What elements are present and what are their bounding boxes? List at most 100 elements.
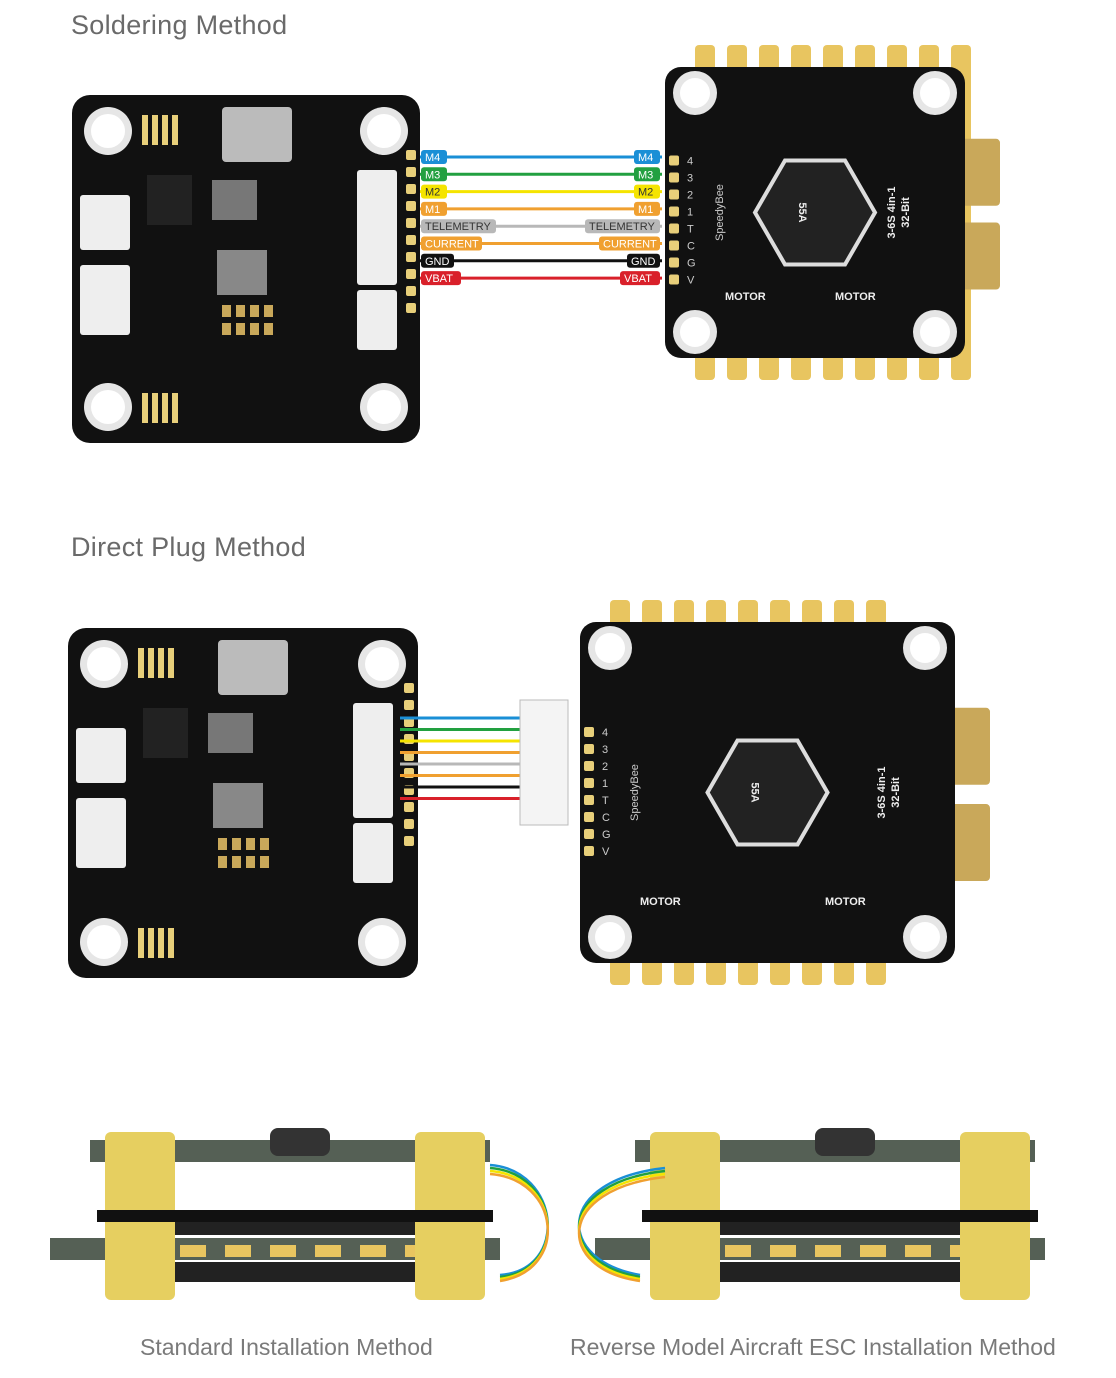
esc-rating: 55A: [796, 202, 808, 222]
wire-label-text: TELEMETRY: [425, 221, 491, 233]
wire-label-left: [421, 253, 454, 268]
solder-pad: [669, 274, 679, 285]
solder-pad: [406, 201, 416, 211]
flight-controller-direct-plug: [68, 628, 418, 978]
wire-label-text: VBAT: [624, 273, 652, 285]
solder-pad: [152, 393, 158, 423]
pad-label: G: [687, 258, 696, 270]
chip: [217, 250, 267, 295]
chip: [208, 713, 253, 753]
solder-pad: [406, 235, 416, 245]
solder-pad: [404, 819, 414, 829]
solder-pad: [406, 269, 416, 279]
solder-pad: [584, 778, 594, 789]
solder-pad: [669, 257, 679, 268]
mount-hole: [365, 647, 399, 681]
smd-part: [218, 856, 227, 868]
connector: [353, 703, 393, 818]
pad-label: 3: [687, 173, 693, 185]
smd-part: [246, 838, 255, 850]
solder-pad: [404, 802, 414, 812]
wire-label-text: M2: [638, 187, 653, 199]
wire-label-text: CURRENT: [603, 239, 657, 251]
smd-part: [232, 838, 241, 850]
solder-pad: [158, 928, 164, 958]
mount-hole: [595, 922, 625, 952]
pad-label: T: [602, 795, 609, 807]
solder-pad: [404, 700, 414, 710]
wire-label-left: [421, 167, 447, 182]
mount-hole: [920, 78, 950, 108]
pad-label: C: [602, 812, 610, 824]
mcu: [147, 175, 192, 225]
usb-port: [218, 640, 288, 695]
tab: [860, 1245, 886, 1257]
pad-label: T: [687, 224, 694, 236]
solder-pad: [669, 172, 679, 183]
mount-hole: [367, 114, 401, 148]
wire-label-left: [421, 150, 447, 164]
wire-label-left: [421, 271, 461, 286]
standard-installation-caption: Standard Installation Method: [140, 1334, 433, 1360]
pad-label: 2: [602, 761, 608, 773]
pad-label: 4: [687, 156, 693, 168]
esc-bottom: [705, 1262, 985, 1282]
pad-label: 3: [602, 744, 608, 756]
wire-label-right: [599, 236, 660, 251]
mount-hole: [910, 922, 940, 952]
mount-hole: [680, 78, 710, 108]
solder-pad: [142, 115, 148, 145]
solder-pad: [162, 393, 168, 423]
solder-pad: [168, 928, 174, 958]
wire-label-text: M3: [638, 169, 653, 181]
solder-pad: [584, 846, 594, 857]
mount-hole: [367, 390, 401, 424]
esc-spec: 3-6S 4in-1: [886, 187, 898, 239]
solder-pad: [148, 928, 154, 958]
solder-pad: [142, 393, 148, 423]
esc-spec: 3-6S 4in-1: [876, 767, 888, 819]
usb-c-port: [270, 1128, 330, 1156]
wire-label-text: CURRENT: [425, 239, 479, 251]
wire-label-text: VBAT: [425, 273, 453, 285]
wire-label-right: [634, 201, 660, 216]
smd-part: [264, 323, 273, 335]
tab: [815, 1245, 841, 1257]
connector: [76, 798, 126, 868]
wire-label-text: TELEMETRY: [589, 221, 655, 233]
solder-pad: [172, 115, 178, 145]
smd-part: [250, 305, 259, 317]
tab: [180, 1245, 206, 1257]
connector: [80, 265, 130, 335]
pad-label: V: [687, 275, 695, 287]
mount-hole: [91, 390, 125, 424]
mount-hole: [91, 114, 125, 148]
battery-pad: [945, 804, 990, 882]
smd-part: [264, 305, 273, 317]
mcu: [143, 708, 188, 758]
pad-label: 2: [687, 190, 693, 202]
motor-label: MOTOR: [835, 291, 876, 303]
connector: [357, 290, 397, 350]
tab: [225, 1245, 251, 1257]
usb-c-port: [815, 1128, 875, 1156]
solder-pad: [669, 189, 679, 200]
mount-hole: [910, 633, 940, 663]
solder-pad: [669, 155, 679, 166]
wire-label-right: [634, 184, 660, 199]
esc-bits: 32-Bit: [900, 197, 912, 228]
solder-pad: [406, 252, 416, 262]
smd-part: [250, 323, 259, 335]
solder-pad: [406, 286, 416, 296]
usb-port: [222, 107, 292, 162]
smd-part: [218, 838, 227, 850]
mount-hole: [87, 925, 121, 959]
mount-hole: [365, 925, 399, 959]
esc-bottom: [160, 1262, 440, 1282]
